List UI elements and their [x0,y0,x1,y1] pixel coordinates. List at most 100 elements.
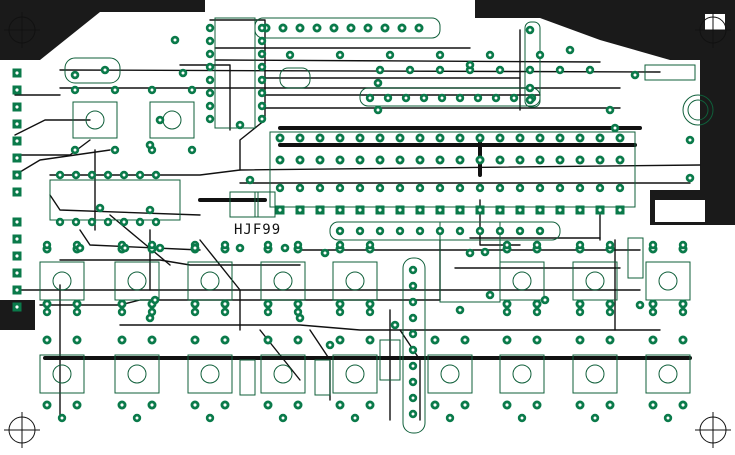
pad-hole [318,208,322,212]
pad-hole [298,186,302,190]
pad-hole [458,96,462,100]
pad-hole [193,310,197,314]
pad-hole [208,416,212,420]
pad-hole [512,96,516,100]
pad-hole [190,148,194,152]
pad-hole [193,403,197,407]
pad-hole [296,403,300,407]
pad-hole [298,316,302,320]
pad-hole [75,338,79,342]
pad-hole [578,403,582,407]
pad-hole [411,380,415,384]
pad-hole [15,105,19,109]
copper-trace [109,214,171,266]
pad-hole [681,338,685,342]
pad-hole [478,229,482,233]
pad-hole [558,136,562,140]
pad-hole [15,220,19,224]
pad-hole [90,220,94,224]
pad-hole [438,186,442,190]
buzzer-inner [687,99,709,121]
pad-hole [618,208,622,212]
pad-hole [498,208,502,212]
pad-hole [608,403,612,407]
pad-hole [368,338,372,342]
pad-hole [266,302,270,306]
pad-hole [398,186,402,190]
pad-hole [538,136,542,140]
pad-hole [45,310,49,314]
pad-hole [260,26,264,30]
pad-hole [528,86,532,90]
pad-hole [332,26,336,30]
ground-fill [0,0,735,330]
pad-hole [468,63,472,67]
pad-hole [193,302,197,306]
pad-hole [535,403,539,407]
pad-hole [505,310,509,314]
pad-hole [113,88,117,92]
pad-hole [538,229,542,233]
pad-hole [463,403,467,407]
pad-hole [528,98,532,102]
pad-hole [318,158,322,162]
tactile-switch-outline [39,261,85,301]
pad-hole [338,338,342,342]
pad-hole [208,117,212,121]
pad-hole [223,310,227,314]
pad-hole [543,298,547,302]
pad-hole [608,310,612,314]
pad-hole [651,310,655,314]
pad-hole [666,416,670,420]
switch-actuator [127,364,147,384]
pad-hole [15,305,19,309]
pad-hole [260,78,264,82]
pad-hole [15,156,19,160]
pad-hole [411,316,415,320]
pad-hole [488,293,492,297]
pad-hole [433,338,437,342]
tactile-switch-outline [645,354,691,394]
pad-hole [208,52,212,56]
pad-hole [328,343,332,347]
pad-hole [393,323,397,327]
pad-hole [148,143,152,147]
pad-hole [338,136,342,140]
pad-hole [422,96,426,100]
pad-hole [60,416,64,420]
pad-hole [358,158,362,162]
resistor-outline [627,237,644,279]
pad-hole [75,403,79,407]
pad-hole [378,186,382,190]
pad-hole [388,53,392,57]
pad-hole [411,412,415,416]
pad-hole [488,53,492,57]
pad-hole [120,310,124,314]
pad-hole [458,136,462,140]
pad-hole [568,48,572,52]
pad-hole [478,158,482,162]
resistor-outline [379,339,401,381]
resistor-outline [524,21,541,108]
pad-hole [518,158,522,162]
ic-outline [49,179,181,221]
pad-hole [400,26,404,30]
pad-hole [598,186,602,190]
pad-hole [260,91,264,95]
pad-hole [208,65,212,69]
pad-hole [598,158,602,162]
pad-hole [578,243,582,247]
pad-hole [173,38,177,42]
switch-actuator [585,364,605,384]
pad-hole [15,71,19,75]
pad-hole [681,310,685,314]
pad-hole [15,173,19,177]
pad-hole [638,303,642,307]
pad-hole [338,243,342,247]
pad-hole [538,186,542,190]
pad-hole [98,206,102,210]
pad-hole [538,208,542,212]
pad-hole [278,186,282,190]
pad-hole [58,220,62,224]
pad-hole [298,208,302,212]
